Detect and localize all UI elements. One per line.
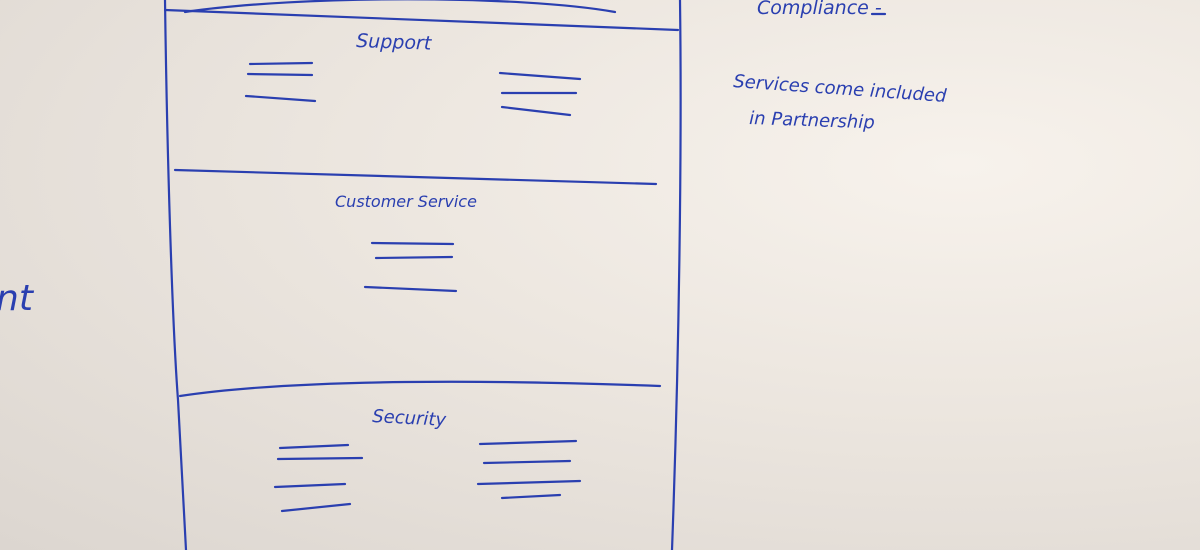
customer-service-text-placeholder bbox=[363, 241, 458, 293]
security-text-placeholder-right bbox=[476, 439, 582, 500]
security-text-placeholder-left bbox=[273, 443, 364, 513]
frame-left-edge bbox=[163, 0, 188, 550]
frame-right-edge bbox=[670, 0, 682, 550]
divider-customer-security bbox=[178, 380, 662, 398]
support-text-placeholder-left bbox=[244, 61, 317, 103]
support-heading: Support bbox=[356, 30, 433, 55]
support-text-placeholder-right bbox=[498, 71, 582, 117]
compliance-note: Compliance - bbox=[757, 0, 882, 19]
divider-support-customer bbox=[173, 168, 658, 186]
divider-top bbox=[163, 8, 680, 32]
services-note-line-1: Services come included bbox=[733, 71, 948, 107]
security-heading: Security bbox=[372, 406, 447, 431]
top-curve bbox=[183, 0, 617, 14]
left-edge-fragment: nt bbox=[0, 278, 35, 319]
services-note-line-2: in Partnership bbox=[749, 108, 875, 133]
customer-service-heading: Customer Service bbox=[335, 192, 477, 211]
